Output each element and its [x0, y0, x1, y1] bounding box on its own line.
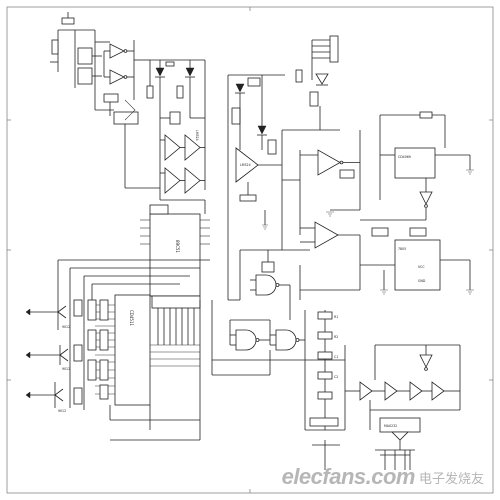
r2-label: R2 — [334, 335, 338, 339]
q3-label: 9012 — [58, 409, 66, 413]
mcu-label: 89C51 — [175, 240, 180, 253]
q1-label: 9012 — [62, 325, 70, 329]
ic-bot-label: MAX232 — [384, 424, 397, 428]
r1-label: R1 — [334, 315, 338, 319]
lm324-label-b: LM324 — [240, 163, 251, 167]
digit-transistors: 9012 9012 9012 — [25, 299, 85, 413]
lm324-label-a: LM324 — [195, 130, 199, 141]
comparator-stage: LM324 — [227, 74, 310, 301]
cd4511-label: CD4511 — [129, 310, 134, 327]
ic-mid-label: 7805 — [398, 247, 406, 251]
site-watermark: elecfans.com 电子发烧友 — [282, 464, 484, 490]
input-stage — [50, 12, 150, 125]
vcc-label: VCC — [418, 265, 425, 269]
mcu-block: 89C51 — [140, 200, 210, 345]
bottom-right-logic: MAX232 — [345, 344, 461, 470]
watermark-chinese: 电子发烧友 — [418, 471, 484, 487]
c2-label: C2 — [334, 375, 338, 379]
watermark-logo: elecfans.com — [281, 464, 416, 489]
top-right-connector — [295, 35, 361, 217]
logic-gates — [211, 250, 305, 376]
resistor-ladder: R1 R2 C1 C2 — [304, 310, 346, 470]
gnd-label: GND — [418, 279, 426, 283]
c1-label: C1 — [334, 355, 338, 359]
ic-top-label: CD4069 — [398, 155, 411, 159]
right-ic-stack: CD4069 7805 VCC GND — [299, 111, 474, 300]
display-driver: CD4511 — [57, 259, 210, 441]
q2-label: 9012 — [62, 367, 70, 371]
amplifier-column: LM324 — [124, 59, 206, 201]
